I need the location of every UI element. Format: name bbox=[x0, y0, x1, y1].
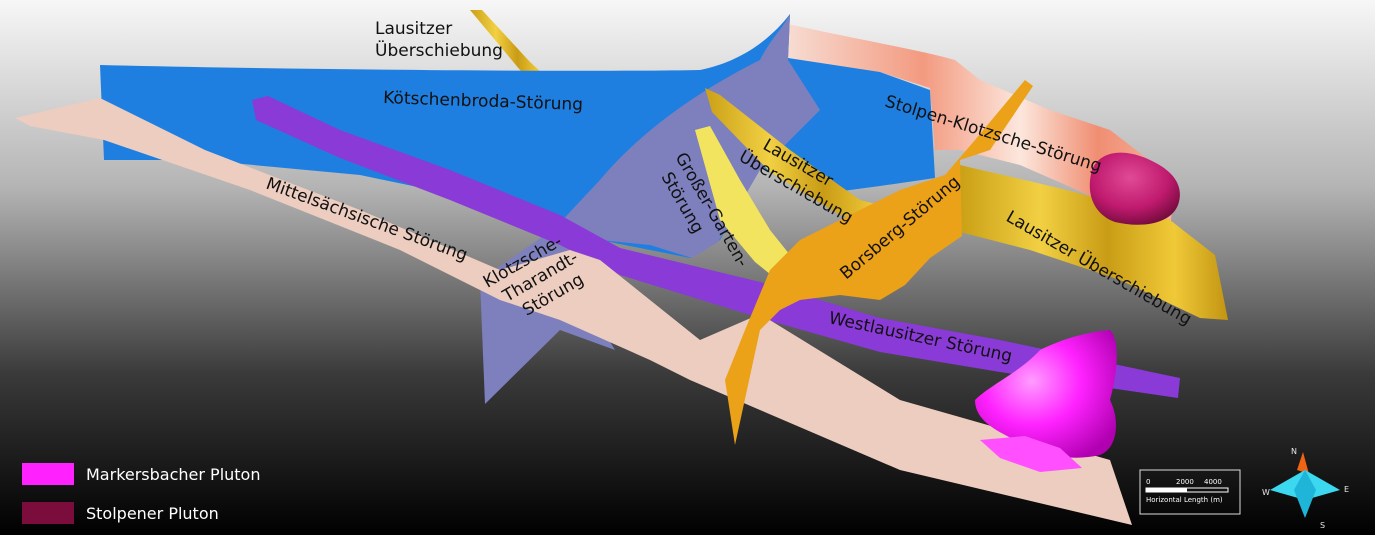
stolpener-pluton-body bbox=[1089, 152, 1180, 225]
compass-rose: N E S W bbox=[1262, 447, 1349, 530]
legend-label-markersbacher: Markersbacher Pluton bbox=[86, 465, 260, 484]
scale-caption: Horizontal Length (m) bbox=[1146, 496, 1223, 504]
scale-bar-frame bbox=[1139, 469, 1241, 515]
legend: Markersbacher Pluton Stolpener Pluton bbox=[22, 463, 260, 524]
legend-swatch-markersbacher bbox=[22, 463, 74, 485]
scale-bar: 0 2000 4000 Horizontal Length (m) bbox=[1139, 469, 1241, 515]
grosser-garten-stoerung-surface bbox=[695, 126, 810, 290]
scale-tick-0: 0 bbox=[1146, 478, 1150, 486]
scale-tick-4000: 4000 bbox=[1204, 478, 1222, 486]
borsberg-stoerung-surface bbox=[725, 80, 1033, 445]
lausitzer-ueberschiebung-top-surface bbox=[470, 10, 556, 90]
compass-n: N bbox=[1291, 447, 1297, 456]
legend-label-stolpener: Stolpener Pluton bbox=[86, 504, 219, 523]
markersbacher-pluton-body bbox=[975, 330, 1117, 458]
scale-bar-fill bbox=[1146, 488, 1187, 492]
compass-s: S bbox=[1320, 521, 1325, 530]
stolpen-klotzsche-stoerung-surface bbox=[788, 24, 1175, 230]
label-lausitzer-ueberschiebung-top: Lausitzer Überschiebung bbox=[375, 19, 503, 61]
scale-tick-2000: 2000 bbox=[1176, 478, 1194, 486]
compass-star-vertical bbox=[1294, 470, 1316, 518]
lausitzer-ueberschiebung-right-surface bbox=[960, 165, 1228, 320]
compass-e: E bbox=[1344, 485, 1349, 494]
compass-w: W bbox=[1262, 488, 1270, 497]
compass-north-needle bbox=[1297, 452, 1309, 474]
mittelsaechsische-stoerung-surface bbox=[15, 98, 1132, 525]
legend-swatch-stolpener bbox=[22, 502, 74, 524]
markersbacher-pluton-base bbox=[980, 436, 1082, 472]
